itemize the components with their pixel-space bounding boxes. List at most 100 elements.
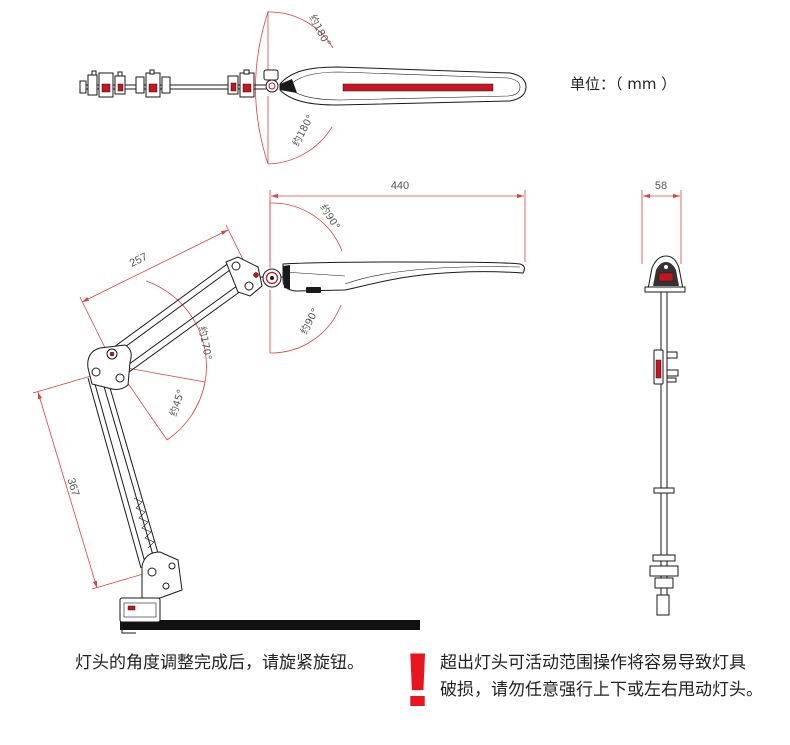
base-pivot-plate [141,551,183,599]
elbow-bolt-1-core [109,351,115,357]
dim-head-length: 440 [269,180,526,262]
warning-text-line-1: 超出灯头可活动范围操作将容易导致灯具 [440,653,746,673]
lower-arm-rod-2-edge-a [102,382,156,563]
lamp-base [119,597,161,634]
head-joint-knob-ring [265,271,279,285]
arm-angle-small-arc [166,381,206,441]
desk-edge-bar [120,620,420,630]
top-clamp-c-tab [243,69,250,75]
top-clamp-a-tab-1 [91,70,97,76]
top-angle-arc-upper [267,11,334,49]
front-upper-clamp-tab-2 [666,369,679,377]
front-upper-clamp-knob [655,359,662,379]
head-angle-upper-arc [269,202,343,252]
top-clamp-b-plate-1 [135,76,145,94]
side-head-switch [306,287,321,293]
unit-label: 单位：（ mm ） [570,75,677,93]
front-upper-clamp [653,349,679,385]
base-pivot-bolt-2 [162,582,170,590]
dim-head-width-label: 58 [655,180,667,192]
head-angle-upper-label: 约90° [317,202,343,232]
dim-head-length-label: 440 [391,180,409,192]
dim-lower-arm-label: 367 [64,477,81,498]
top-clamp-a-knob-1 [101,83,111,93]
dim-lower-arm: 367 [32,375,151,590]
base-clamp-screw [127,605,136,611]
top-view: 约180° 约180° [79,11,527,165]
front-lower-clamp-ring [652,554,676,562]
dim-upper-arm-label: 257 [128,251,150,270]
front-lower-clamp-body [649,565,679,577]
top-head-joint [263,69,279,93]
head-angle-lower-label: 约90° [297,306,321,337]
dim-head-width: 58 [641,180,682,264]
arm-angle-small-label: 约45° [166,388,187,418]
front-head-led [658,272,674,282]
front-head-base-bar [644,286,686,293]
arm-angle-large-label: 约170° [196,325,215,361]
arm-angle-mid-radial [115,365,206,383]
front-base-stub [656,594,670,616]
upper-joint-bolt-1 [231,261,241,271]
base-clamp-body [119,597,161,623]
top-head-led-strip [342,83,494,92]
front-mid-clamp-ring [653,487,675,494]
top-clamp-c-knob-2 [242,83,252,93]
top-angle-arc-lower [267,126,333,165]
desk-surface [120,620,420,630]
top-clamp-c [227,69,255,98]
base-pivot-bolt-1 [147,567,157,577]
front-mid-clamp [653,487,675,494]
dim-lower-arm-line [37,391,98,589]
lower-arm-rod-1-edge-b [92,376,147,567]
dim-lower-arm-ext-lower [91,571,151,590]
front-pole [660,292,668,612]
head-angle-lower-arc [269,304,342,354]
top-angle-upper-label: 约180° [306,12,333,48]
warning-text-line-2: 破损，请勿任意强行上下或左右甩动灯头。 [440,680,763,700]
top-head-neck [280,79,297,93]
top-joint-knob [265,79,279,93]
front-lower-clamp [649,554,679,616]
dim-lower-arm-ext-upper [32,375,92,394]
lower-arm [87,376,161,569]
top-joint-bracket [263,69,279,81]
lower-arm-rod-2-edge-b [107,380,161,561]
side-lamp-head [260,261,525,293]
side-head-outline [282,261,525,292]
warning-exclamation-icon: ! [400,638,435,723]
top-clamp-b-plate-3 [161,76,171,94]
upper-arm [109,261,246,376]
upper-joint [225,256,263,297]
top-clamp-a-tab-2 [117,71,123,77]
top-clamp-c-knob-1 [230,82,237,92]
upper-arm-rod-1-edge-b [113,266,235,356]
side-head-inner-line [283,271,346,277]
upper-joint-bolt-3 [253,272,259,278]
elbow-joint [87,344,132,390]
side-head-inner-curve [344,266,521,285]
top-angle-lower-label: 约180° [289,112,316,148]
front-upper-clamp-tab-3 [666,377,677,383]
top-clamp-b [135,69,171,98]
base-pivot-bolt-3 [168,562,176,570]
front-upper-clamp-tab-1 [666,351,678,359]
adjust-tip-caption: 灯头的角度调整完成后，请旋紧旋钮。 [75,653,364,673]
base-clamp-hook [121,622,136,634]
arm-angle-large-arc [145,280,207,383]
elbow-bolt-3 [115,373,125,383]
side-head-hinge-cap [283,265,290,289]
top-clamp-b-tab-1 [149,69,155,75]
top-angle-arc-left [255,11,269,165]
elbow-bolt-2 [91,367,101,377]
top-clamp-b-knob [148,83,158,93]
base-clamp-inner [123,602,157,618]
top-rod-end-cap [79,80,87,94]
lower-arm-rod-1-edge-a [87,377,142,569]
top-clamp-a [87,70,126,98]
top-lamp-head [279,66,527,106]
top-clamp-a-knob-2 [117,83,124,92]
dim-upper-arm-line [81,229,229,303]
top-clamp-a-plate-1 [87,74,98,96]
